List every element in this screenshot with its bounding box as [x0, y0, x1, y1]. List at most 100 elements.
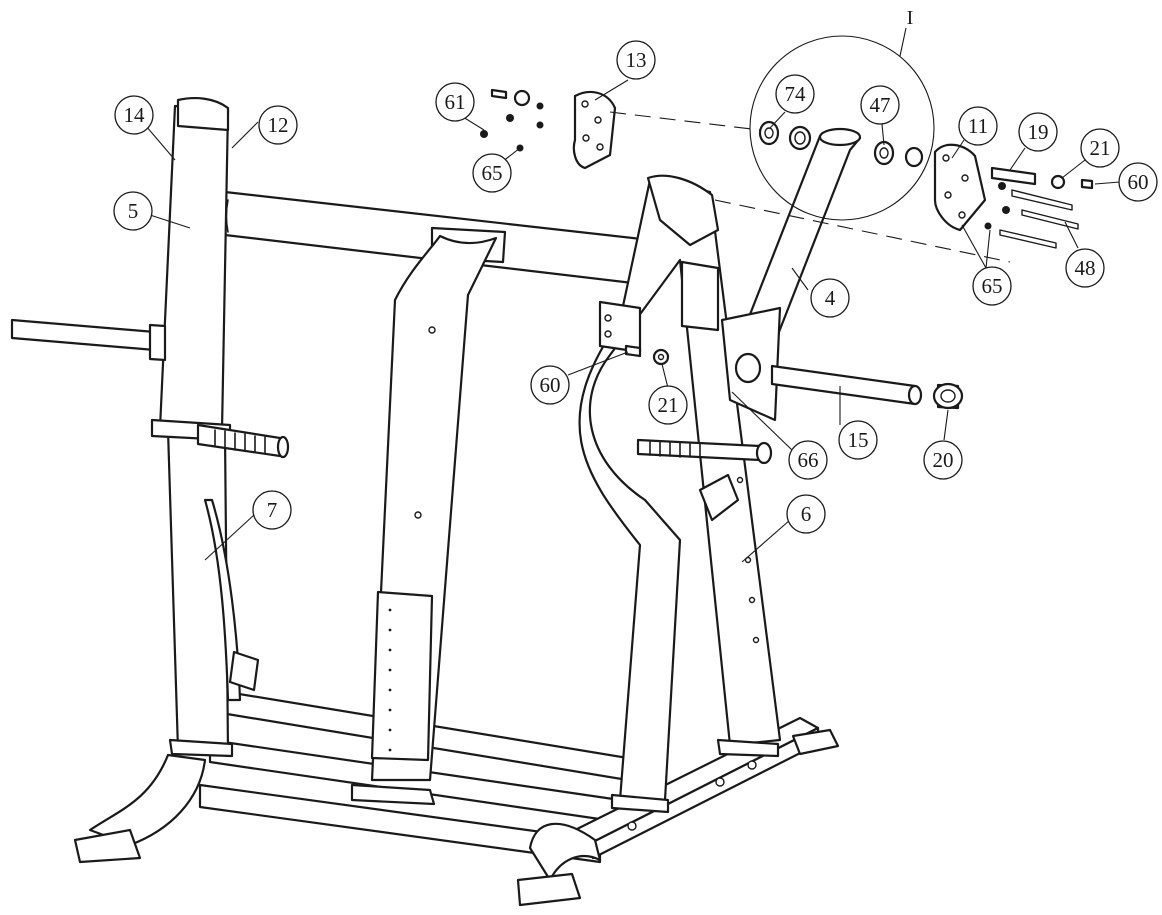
- svg-text:19: 19: [1028, 120, 1049, 144]
- svg-text:15: 15: [848, 428, 869, 452]
- left-handle-end-cap: [276, 435, 290, 459]
- svg-text:74: 74: [785, 82, 807, 106]
- right-upright: [578, 174, 782, 814]
- bolt-hole: [627, 821, 637, 831]
- callout-15: 15: [838, 420, 878, 460]
- assembly-axis-line: [609, 111, 761, 131]
- left-horn-shaft: [10, 318, 157, 352]
- left-weight-horn: [10, 318, 167, 362]
- center-post-hole-row: [388, 608, 392, 752]
- bolt-48: [1011, 189, 1073, 211]
- left-front-foot-pad: [73, 828, 142, 864]
- callout-65: 65: [472, 153, 512, 193]
- detail-label: I: [907, 7, 914, 29]
- center-post-adjust-slot: [370, 590, 434, 762]
- callout-5: 5: [113, 191, 153, 231]
- svg-text:14: 14: [124, 103, 146, 127]
- svg-text:48: 48: [1075, 256, 1096, 280]
- left-upright-cap: [176, 97, 230, 132]
- left-horn-stop: [148, 323, 167, 362]
- assembly-axis-line: [714, 199, 1011, 263]
- bushing: [932, 382, 964, 410]
- left-handle: [196, 423, 290, 459]
- bolt-60: [1080, 178, 1094, 190]
- side-plate-right: [933, 143, 987, 232]
- callout-65: 65: [972, 266, 1012, 306]
- right-upright-frame: [578, 178, 782, 802]
- right-side-plate-hardware: [933, 143, 1094, 249]
- callout-14: 14: [114, 95, 154, 135]
- callout-66: 66: [788, 440, 828, 480]
- detail-view-i: I: [749, 7, 935, 221]
- callout-12: 12: [258, 105, 298, 145]
- callout-11: 11: [958, 106, 998, 146]
- pivot-shaft-body: [770, 364, 917, 406]
- washer-21: [1050, 174, 1066, 190]
- callout-60: 60: [530, 365, 570, 405]
- right-front-foot-pad: [516, 872, 582, 907]
- right-handle: [636, 438, 773, 465]
- left-upright-rear-leg: [203, 498, 242, 702]
- svg-text:5: 5: [128, 199, 139, 223]
- svg-text:21: 21: [658, 393, 679, 417]
- callout-21: 21: [1080, 128, 1120, 168]
- detail-circle: [749, 35, 935, 221]
- right-front-foot: [528, 822, 602, 882]
- lever-arm: [720, 127, 862, 422]
- right-upright-rear-foot-plate: [716, 738, 780, 758]
- svg-text:6: 6: [801, 502, 812, 526]
- left-side-plate-hardware: [480, 88, 617, 170]
- callout-13: 13: [616, 40, 656, 80]
- svg-text:13: 13: [626, 48, 647, 72]
- right-upright-foot-plate: [610, 793, 670, 814]
- svg-text:4: 4: [825, 286, 836, 310]
- right-handle-end-cap: [755, 441, 773, 465]
- svg-text:66: 66: [798, 448, 819, 472]
- bolt-hole: [428, 326, 436, 334]
- pivot-shaft-end: [907, 384, 923, 406]
- bolt-front: [624, 344, 642, 358]
- bolt-hole: [604, 314, 612, 322]
- right-upright-plate: [680, 260, 720, 332]
- bolt-hole: [414, 511, 422, 519]
- callout-4: 4: [810, 278, 850, 318]
- side-plate-left: [572, 90, 617, 170]
- svg-text:12: 12: [268, 113, 289, 137]
- left-upright-bracket: [228, 650, 260, 692]
- center-post: [350, 226, 507, 806]
- right-base-channel: [573, 716, 820, 844]
- right-rear-foot-pad: [791, 728, 840, 756]
- right-upright-head: [646, 174, 720, 247]
- pin-19: [990, 166, 1037, 186]
- callout-6: 6: [786, 494, 826, 534]
- callout-61: 61: [435, 82, 475, 122]
- callout-19: 19: [1018, 112, 1058, 152]
- svg-text:60: 60: [540, 373, 561, 397]
- svg-text:65: 65: [982, 274, 1003, 298]
- callout-47: 47: [860, 85, 900, 125]
- svg-text:20: 20: [933, 448, 954, 472]
- svg-text:21: 21: [1090, 136, 1111, 160]
- callout-21: 21: [648, 385, 688, 425]
- svg-text:47: 47: [870, 93, 891, 117]
- callout-74: 74: [775, 74, 815, 114]
- left-upright-lower: [166, 428, 230, 754]
- bolt-hole: [715, 777, 725, 787]
- callout-20: 20: [923, 440, 963, 480]
- callout-48: 48: [1065, 248, 1105, 288]
- right-upright-bracket: [598, 300, 642, 354]
- callout-7: 7: [252, 490, 292, 530]
- front-base-rail: [198, 783, 602, 864]
- svg-text:60: 60: [1128, 170, 1149, 194]
- svg-text:11: 11: [968, 114, 988, 138]
- lever-arm-top-bore: [818, 127, 862, 147]
- svg-text:7: 7: [267, 498, 278, 522]
- svg-text:61: 61: [445, 90, 466, 114]
- right-upright-stub: [698, 473, 740, 522]
- bolt-hole: [604, 330, 612, 338]
- bolt-hole: [747, 760, 757, 770]
- left-upright: [150, 97, 260, 758]
- left-front-foot: [88, 753, 207, 847]
